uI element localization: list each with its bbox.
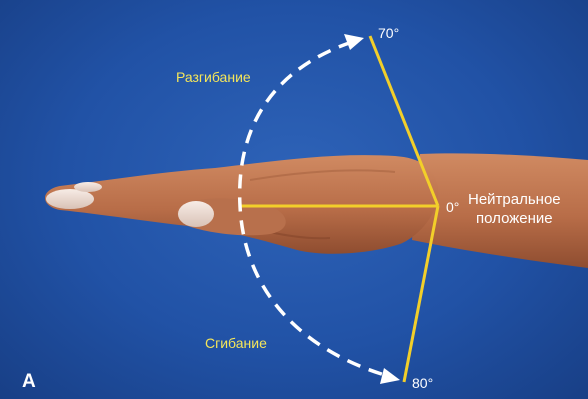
neutral-label-line2: положение xyxy=(468,209,561,228)
neutral-label-line1: Нейтральное xyxy=(468,190,561,209)
fingernail-2 xyxy=(74,182,102,192)
flexion-arrowhead-icon xyxy=(380,368,400,384)
panel-letter: A xyxy=(22,372,36,391)
fingernail xyxy=(46,189,94,209)
flexion-label: Сгибание xyxy=(205,336,267,350)
extension-angle-label: 70° xyxy=(378,26,399,40)
extension-arrowhead-icon xyxy=(344,34,364,50)
thumbnail xyxy=(178,201,214,227)
neutral-angle-label: 0° xyxy=(446,200,459,214)
flexion-angle-label: 80° xyxy=(412,376,433,390)
neutral-position-label: Нейтральное положение xyxy=(468,190,561,228)
extension-label: Разгибание xyxy=(176,70,251,84)
